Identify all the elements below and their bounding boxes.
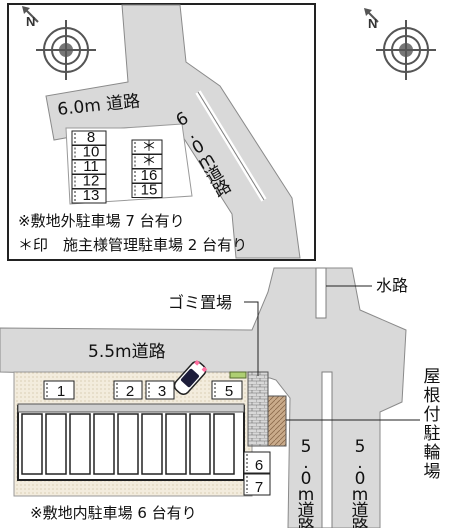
main-road-h-label: 5.5m道路: [88, 342, 166, 362]
inset-note-offsite: ※敷地外駐車場 7 台有り: [18, 212, 185, 230]
bike-label-char: 付: [424, 405, 441, 425]
parking-space: 6: [243, 451, 271, 474]
left-road-v-label-char: m: [298, 485, 315, 505]
building-unit: [21, 413, 43, 475]
left-road-v-label-char: 5: [301, 437, 312, 457]
right-road-v-label-char: m: [352, 485, 369, 505]
bike-label-char: 駐: [424, 424, 441, 444]
garbage-area: [247, 371, 269, 447]
water-channel: [315, 267, 333, 528]
left-road-v-label-char: 0: [301, 469, 312, 489]
parking-space-outline: [145, 380, 175, 400]
parking-space-outline: [43, 380, 75, 400]
parking-space-number: 1: [57, 383, 65, 400]
parking-space: 12: [71, 173, 107, 190]
parking-space: 3: [145, 380, 175, 400]
parking-space-number: 11: [83, 158, 99, 175]
building-unit: [141, 413, 163, 475]
garbage-label: ゴミ置場: [168, 293, 232, 312]
parking-space: 15: [131, 182, 163, 199]
parking-space: 1: [43, 380, 75, 400]
parking-space: 11: [71, 158, 107, 175]
right-road-v-label-char: 道: [352, 501, 369, 521]
right-road-v-label-char: 路: [352, 517, 369, 528]
bike-label-char: 場: [424, 462, 441, 482]
main-roads: [0, 267, 407, 528]
building-unit: [165, 413, 187, 475]
parking-space-number: 10: [83, 144, 100, 161]
left-road-v-label-char: .: [303, 453, 308, 473]
main-spaces-top: 1 2 3 5: [43, 380, 243, 400]
parking-space-number: 8: [87, 129, 95, 146]
garbage-box: [229, 371, 247, 379]
garbage-leader: [244, 301, 259, 376]
right-road-v-label-char: 5: [355, 437, 366, 457]
left-road-v-label-char: 道: [298, 501, 315, 521]
bike-shelter: [267, 395, 287, 447]
building-unit: [189, 413, 211, 475]
bike-label-char: 輪: [424, 443, 441, 463]
left-road-v-label-char: 路: [298, 517, 315, 528]
building-unit: [45, 413, 67, 475]
right-road-v-label-char: .: [357, 453, 362, 473]
parking-space-outline: [71, 188, 107, 204]
compass-n-label: N: [26, 14, 35, 29]
parking-space-number: 2: [126, 383, 134, 400]
building-eave: [17, 403, 245, 413]
parking-space-number: 7: [255, 479, 263, 496]
parking-space-number: 5: [225, 383, 233, 400]
parking-space-number: ＊: [141, 153, 156, 170]
parking-space: 13: [71, 187, 107, 204]
parking-space: 5: [211, 380, 243, 400]
building-unit: [213, 413, 235, 475]
parking-space-outline: [211, 380, 243, 400]
parking-space-outline: [243, 451, 271, 474]
parking-space-number: 3: [158, 383, 166, 400]
compass-icon: N: [364, 8, 436, 80]
parking-space-number: 6: [255, 457, 263, 474]
building-unit: [69, 413, 91, 475]
main-spaces-right: 67: [243, 451, 271, 496]
parking-space: 10: [71, 144, 107, 161]
water-label: 水路: [376, 276, 408, 295]
parking-space-outline: [243, 473, 271, 496]
parking-space: 16: [131, 167, 163, 184]
inset-roads: [45, 4, 301, 259]
parking-space-number: 13: [83, 187, 100, 204]
building-units: [21, 413, 235, 475]
inset-note-owner: ＊印 施主様管理駐車場 2 台有り: [18, 236, 247, 254]
parking-space-outline: [113, 380, 143, 400]
bike-label-char: 屋: [424, 367, 441, 387]
car-icon: [173, 359, 208, 396]
compass-icon: N: [22, 6, 96, 80]
parking-space-number: 12: [83, 173, 100, 190]
main-footnote: ※敷地内駐車場 6 台有り: [30, 504, 197, 522]
parking-space-outline: [131, 183, 163, 198]
parking-space-number: 16: [141, 167, 158, 184]
compass-n-label: N: [368, 16, 377, 31]
parking-space: ＊: [131, 138, 163, 155]
building-unit: [117, 413, 139, 475]
parking-space: 2: [113, 380, 143, 400]
building-unit: [93, 413, 115, 475]
parking-space-number: ＊: [141, 138, 156, 155]
right-road-v-label-char: 0: [355, 469, 366, 489]
parking-space: 7: [243, 473, 271, 496]
bike-label-char: 根: [424, 386, 441, 406]
parking-space-number: 15: [141, 182, 158, 199]
